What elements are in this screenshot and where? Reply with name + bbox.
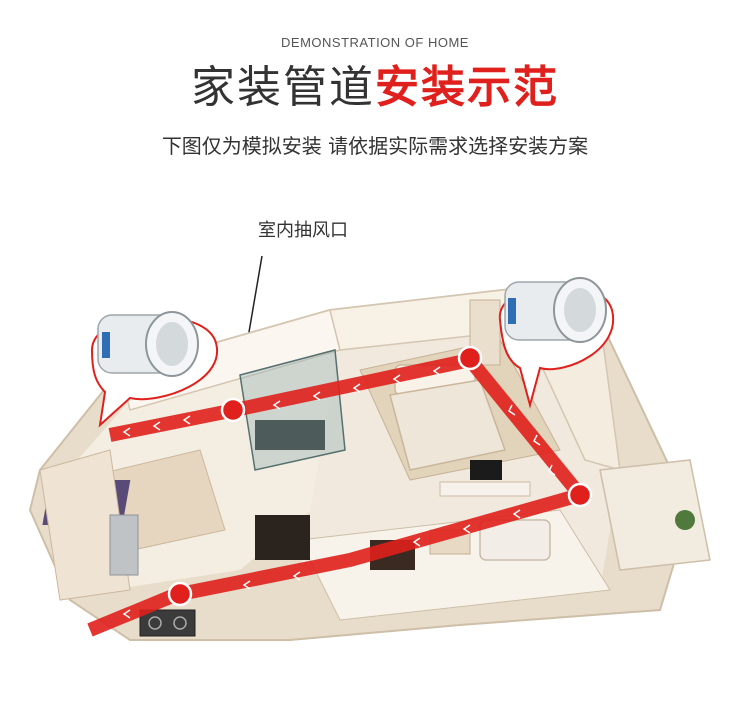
balcony — [599, 459, 711, 571]
air-outlet-marker-icon — [167, 345, 593, 607]
inline-duct-fan-icon — [97, 311, 199, 377]
tv-cabinet — [439, 481, 531, 497]
header: DEMONSTRATION OF HOME 家装管道安装示范 下图仅为模拟安装 … — [0, 0, 750, 170]
burner-2 — [173, 616, 187, 630]
inline-duct-fan-icon — [504, 277, 607, 343]
english-subtitle: DEMONSTRATION OF HOME — [281, 35, 469, 50]
duct-arrows — [122, 366, 556, 619]
title-accent: 安装示范 — [375, 62, 559, 113]
tagline: 下图仅为模拟安装 请依据实际需求选择安装方案 — [161, 134, 589, 158]
page-title: 家装管道安装示范 — [0, 60, 750, 116]
title-main: 家装管道 — [191, 62, 375, 113]
burner-1 — [148, 616, 162, 630]
tv — [470, 460, 502, 480]
indoor-vent-callout-label: 室内抽风口 — [258, 220, 348, 241]
right-fan-bubble — [498, 277, 615, 409]
apartment-floorplan-illustration — [28, 255, 711, 641]
left-fan-bubble — [90, 311, 219, 428]
master-bed — [389, 379, 506, 471]
shower-floor — [255, 420, 325, 450]
plant — [675, 510, 695, 530]
kitchen-area — [39, 449, 131, 601]
fridge — [109, 514, 139, 576]
cabinet-dark — [255, 515, 310, 560]
